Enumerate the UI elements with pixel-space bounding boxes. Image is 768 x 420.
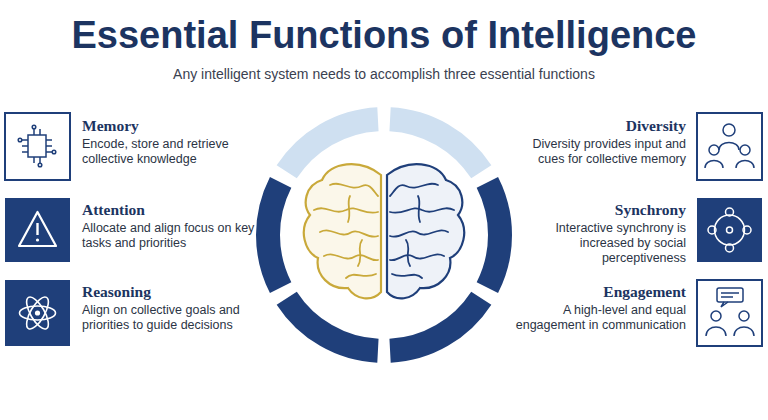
item-heading: Attention (82, 201, 260, 219)
attention-icon (5, 198, 70, 262)
item-description: Align on collective goals and priorities… (82, 303, 260, 333)
ring-segment (477, 177, 512, 293)
synchrony-icon (697, 198, 762, 262)
item-description: Interactive synchrony is increased by so… (512, 221, 686, 266)
function-item: SynchronyInteractive synchrony is increa… (512, 201, 686, 266)
function-item: ReasoningAlign on collective goals and p… (82, 283, 260, 333)
memory-icon (5, 113, 70, 180)
diversity-icon (697, 113, 762, 180)
diagram-title: Essential Functions of Intelligence (0, 14, 768, 57)
ring-segment (277, 292, 379, 363)
ring-segment (256, 177, 291, 293)
item-heading: Engagement (512, 283, 686, 301)
function-item: DiversityDiversity provides input and cu… (512, 117, 686, 167)
item-description: Allocate and align focus on key tasks an… (82, 221, 260, 251)
item-description: A high-level and equal engagement in com… (512, 303, 686, 333)
item-description: Encode, store and retrieve collective kn… (82, 137, 260, 167)
item-heading: Reasoning (82, 283, 260, 301)
brain-figure (304, 164, 464, 298)
segment-ring (256, 107, 512, 363)
subtitle: Any intelligent system needs to accompli… (0, 66, 768, 82)
function-item: AttentionAllocate and align focus on key… (82, 201, 260, 251)
item-heading: Synchrony (512, 201, 686, 219)
item-description: Diversity provides input and cues for co… (512, 137, 686, 167)
ring-segment (389, 292, 491, 363)
function-item: MemoryEncode, store and retrieve collect… (82, 117, 260, 167)
function-item: Engagement A high-level and equal engagem… (512, 283, 686, 333)
item-heading: Diversity (512, 117, 686, 135)
engagement-icon (697, 280, 762, 346)
item-heading: Memory (82, 117, 260, 135)
reasoning-icon (5, 280, 70, 346)
